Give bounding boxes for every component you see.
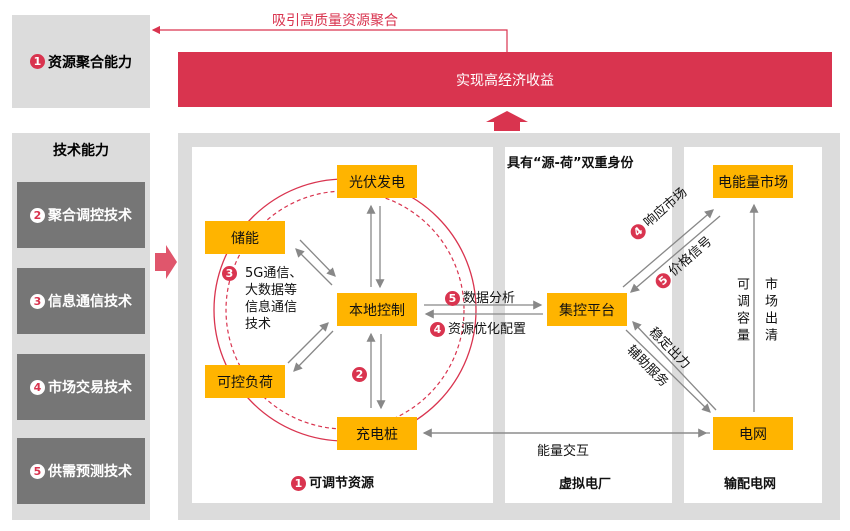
number-badge: 1 xyxy=(30,54,45,69)
number-badge: 2 xyxy=(30,207,45,223)
node-pv: 光伏发电 xyxy=(337,165,417,198)
vpp-identity-header: 具有“源-荷”双重身份 xyxy=(507,156,634,171)
arrow xyxy=(632,321,717,411)
arrow xyxy=(287,322,329,364)
node-local-control: 本地控制 xyxy=(337,293,417,326)
aggregation-capability-label: 资源聚合能力 xyxy=(48,54,132,71)
energy-exchange-label: 能量交互 xyxy=(537,444,590,459)
number-badge: 1 xyxy=(291,476,306,491)
tech-item-label: 市场交易技术 xyxy=(48,380,132,396)
comm-line: 5G通信、 xyxy=(245,266,303,281)
adjustable-capacity-label: 可调容量 xyxy=(734,277,749,345)
arrow xyxy=(622,209,714,288)
arrow xyxy=(625,329,711,413)
node-storage: 储能 xyxy=(205,221,285,254)
node-energy-market: 电能量市场 xyxy=(713,165,793,198)
number-badge: 3 xyxy=(30,293,45,309)
label-text: 资源优化配置 xyxy=(448,322,527,337)
tech-capability-title: 技术能力 xyxy=(53,143,109,159)
node-controllable-load: 可控负荷 xyxy=(205,365,285,398)
comm-tech-label: 3 5G通信、 大数据等 信息通信 技术 xyxy=(222,265,302,333)
number-badge: 4 xyxy=(430,322,445,337)
tech-item-label: 聚合调控技术 xyxy=(48,208,132,224)
label-text: 可调节资源 xyxy=(309,476,375,491)
arrow xyxy=(295,248,333,286)
grid-panel-label: 输配电网 xyxy=(724,477,777,492)
number-badge: 4 xyxy=(30,379,45,395)
arrow xyxy=(293,330,334,372)
number-badge: 5 xyxy=(445,291,460,306)
tech-item-label: 信息通信技术 xyxy=(48,294,132,310)
right-arrow-icon xyxy=(155,245,177,279)
node-central-platform: 集控平台 xyxy=(547,293,627,326)
high-revenue-banner: 实现高经济收益 xyxy=(178,52,832,107)
number-badge: 2 xyxy=(352,367,367,382)
node-grid: 电网 xyxy=(713,417,793,450)
tech-item-label: 供需预测技术 xyxy=(48,464,132,480)
feedback-arrow xyxy=(151,25,508,52)
feedback-label: 吸引高质量资源聚合 xyxy=(272,13,398,29)
up-arrow-icon xyxy=(486,111,528,131)
number-badge: 5 xyxy=(30,463,45,479)
comm-line: 技术 xyxy=(245,317,272,332)
arrow xyxy=(630,215,721,293)
arrow xyxy=(299,239,336,277)
number-badge: 3 xyxy=(222,266,237,281)
node-charger: 充电桩 xyxy=(337,417,417,450)
vpp-panel-label: 虚拟电厂 xyxy=(559,477,612,492)
label-text: 数据分析 xyxy=(463,291,516,306)
comm-line: 信息通信 xyxy=(245,300,298,315)
market-clearing-label: 市场出清 xyxy=(762,277,777,345)
comm-line: 大数据等 xyxy=(245,283,298,298)
